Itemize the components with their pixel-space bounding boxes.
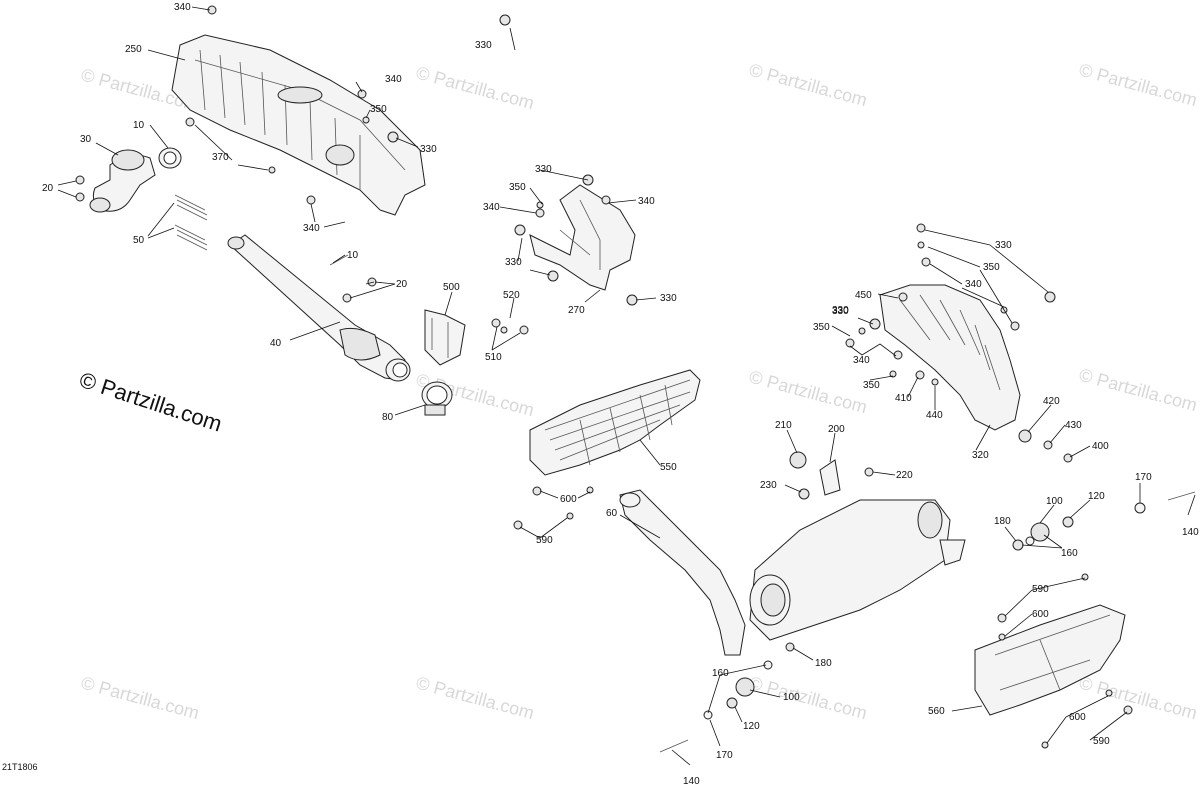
callout-320: 320 bbox=[972, 450, 989, 461]
callout-330: 330 bbox=[420, 144, 437, 155]
callout-220: 220 bbox=[896, 470, 913, 481]
callout-600: 600 bbox=[1032, 609, 1049, 620]
callout-180: 180 bbox=[994, 516, 1011, 527]
callout-510: 510 bbox=[485, 352, 502, 363]
callout-330: 330 bbox=[832, 305, 849, 316]
callout-170: 170 bbox=[716, 750, 733, 761]
callout-30: 30 bbox=[80, 134, 92, 145]
callout-120: 120 bbox=[743, 721, 760, 732]
callout-330: 330 bbox=[995, 240, 1012, 251]
callout-450: 450 bbox=[855, 290, 872, 301]
watermark-main: © Partzilla.com bbox=[76, 367, 225, 437]
callout-labels: 340 330 250 340 350 330 10 30 370 20 340… bbox=[42, 2, 1199, 787]
watermark-tile: © Partzilla.com bbox=[1077, 365, 1199, 416]
callout-600: 600 bbox=[1069, 712, 1086, 723]
callout-590: 590 bbox=[1032, 584, 1049, 595]
callout-10: 10 bbox=[133, 120, 145, 131]
callout-100: 100 bbox=[783, 692, 800, 703]
callout-370: 370 bbox=[212, 152, 229, 163]
callout-340: 340 bbox=[303, 223, 320, 234]
callout-20: 20 bbox=[42, 183, 54, 194]
heat-shield-middle bbox=[529, 369, 701, 476]
callout-350: 350 bbox=[863, 380, 880, 391]
callout-350: 350 bbox=[983, 262, 1000, 273]
callout-230: 230 bbox=[760, 480, 777, 491]
watermark-tile: © Partzilla.com bbox=[414, 673, 536, 724]
callout-330: 330 bbox=[660, 293, 677, 304]
callout-40: 40 bbox=[270, 338, 282, 349]
bracket-270 bbox=[529, 184, 636, 291]
callout-80: 80 bbox=[382, 412, 394, 423]
callout-270: 270 bbox=[568, 305, 585, 316]
watermark-tile: © Partzilla.com bbox=[414, 63, 536, 114]
callout-560: 560 bbox=[928, 706, 945, 717]
muffler bbox=[619, 489, 966, 656]
callout-400: 400 bbox=[1092, 441, 1109, 452]
callout-120: 120 bbox=[1088, 491, 1105, 502]
callout-330: 330 bbox=[475, 40, 492, 51]
callout-170: 170 bbox=[1135, 472, 1152, 483]
watermark-tile: © Partzilla.com bbox=[747, 367, 869, 418]
callout-140: 140 bbox=[1182, 527, 1199, 538]
heat-shield-right bbox=[879, 284, 1021, 431]
head-pipe bbox=[227, 234, 411, 382]
callout-140: 140 bbox=[683, 776, 700, 787]
callout-340: 340 bbox=[385, 74, 402, 85]
heat-shield-upper bbox=[171, 34, 426, 216]
callout-420: 420 bbox=[1043, 396, 1060, 407]
callout-410: 410 bbox=[895, 393, 912, 404]
callout-550: 550 bbox=[660, 462, 677, 473]
watermark-tile: © Partzilla.com bbox=[79, 673, 201, 724]
callout-100: 100 bbox=[1046, 496, 1063, 507]
callout-180: 180 bbox=[815, 658, 832, 669]
watermark-tile: © Partzilla.com bbox=[747, 60, 869, 111]
watermark-tile: © Partzilla.com bbox=[1077, 60, 1199, 111]
leader-lines bbox=[57, 6, 1196, 766]
exhaust-elbow bbox=[89, 147, 182, 213]
callout-340: 340 bbox=[638, 196, 655, 207]
callout-330: 330 bbox=[505, 257, 522, 268]
callout-210: 210 bbox=[775, 420, 792, 431]
callout-500: 500 bbox=[443, 282, 460, 293]
callout-250: 250 bbox=[125, 44, 142, 55]
callout-440: 440 bbox=[926, 410, 943, 421]
heat-shield-rear bbox=[974, 604, 1126, 716]
callout-340: 340 bbox=[853, 355, 870, 366]
callout-340: 340 bbox=[965, 279, 982, 290]
callout-10: 10 bbox=[347, 250, 359, 261]
bracket-500 bbox=[424, 309, 466, 366]
callout-330: 330 bbox=[832, 306, 849, 317]
watermark-tile: © Partzilla.com bbox=[747, 673, 869, 724]
callout-520: 520 bbox=[503, 290, 520, 301]
callout-350: 350 bbox=[813, 322, 830, 333]
callout-20: 20 bbox=[396, 279, 408, 290]
callout-350: 350 bbox=[370, 104, 387, 115]
callout-340: 340 bbox=[174, 2, 191, 13]
diagram-code: 21T1806 bbox=[2, 762, 38, 772]
callout-430: 430 bbox=[1065, 420, 1082, 431]
clamp bbox=[421, 381, 453, 416]
hardware-items bbox=[75, 5, 1196, 753]
callout-590: 590 bbox=[1093, 736, 1110, 747]
callout-350: 350 bbox=[509, 182, 526, 193]
callout-50: 50 bbox=[133, 235, 145, 246]
callout-200: 200 bbox=[828, 424, 845, 435]
callout-60: 60 bbox=[606, 508, 618, 519]
callout-160: 160 bbox=[1061, 548, 1078, 559]
watermark-tile: © Partzilla.com bbox=[1077, 673, 1199, 724]
callout-340: 340 bbox=[483, 202, 500, 213]
callout-330: 330 bbox=[535, 164, 552, 175]
springs bbox=[174, 194, 208, 251]
callout-600: 600 bbox=[560, 494, 577, 505]
callout-160: 160 bbox=[712, 668, 729, 679]
callout-590: 590 bbox=[536, 535, 553, 546]
